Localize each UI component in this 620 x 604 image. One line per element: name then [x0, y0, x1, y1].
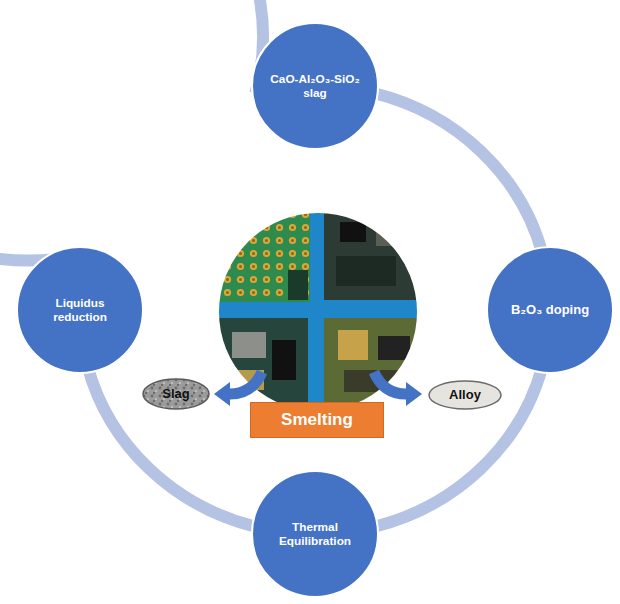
text-group: B₂O₃ doping — [511, 302, 589, 318]
slag-sample: Slag — [142, 378, 210, 410]
alloy-sample: Alloy — [428, 380, 502, 410]
node-label: CaO-Al₂O₃-SiO₂ slag — [263, 72, 367, 100]
pcb-photo — [210, 204, 430, 424]
text-group: CaO-Al₂O₃-SiO₂ slag — [263, 72, 367, 100]
text-group: Smelting — [281, 410, 353, 430]
text-group: Liquidus reduction — [28, 296, 132, 324]
ring-connector — [0, 0, 263, 261]
node-label: Thermal Equilibration — [263, 520, 367, 548]
node-label: Slag — [158, 386, 193, 402]
topic-circle: CaO-Al₂O₃-SiO₂ slag — [251, 22, 379, 150]
node-label: B₂O₃ doping — [511, 302, 589, 318]
text-group: Alloy — [445, 387, 485, 403]
node-label: Alloy — [445, 387, 485, 403]
flow-arrows — [214, 372, 422, 406]
text-group: Thermal Equilibration — [263, 520, 367, 548]
node-label: Smelting — [281, 410, 353, 430]
ring-connector — [375, 93, 543, 253]
topic-circle: B₂O₃ doping — [486, 246, 614, 374]
process-box: Smelting — [250, 402, 384, 438]
topic-circle: Thermal Equilibration — [251, 470, 379, 598]
text-group: Slag — [158, 386, 193, 402]
ring-connector — [375, 367, 543, 527]
node-label: Liquidus reduction — [28, 296, 132, 324]
topic-circle: Liquidus reduction — [16, 246, 144, 374]
